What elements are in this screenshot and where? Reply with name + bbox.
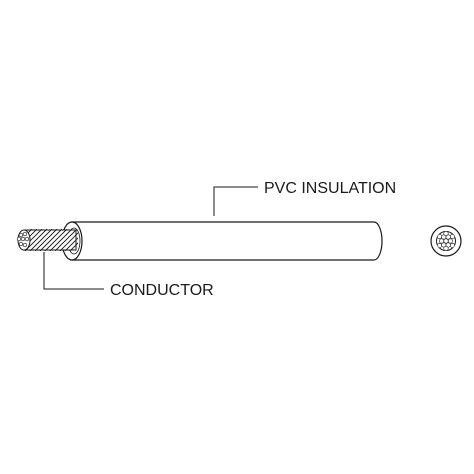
insulation-leader-line: [213, 186, 258, 216]
cable-cross-section: [430, 225, 462, 257]
insulation-label: PVC INSULATION: [264, 180, 396, 197]
conductor-label: CONDUCTOR: [110, 282, 214, 299]
conductor-leader-line: [43, 252, 104, 290]
pvc-insulation-body: [63, 221, 383, 261]
stranded-conductor: [16, 229, 78, 251]
